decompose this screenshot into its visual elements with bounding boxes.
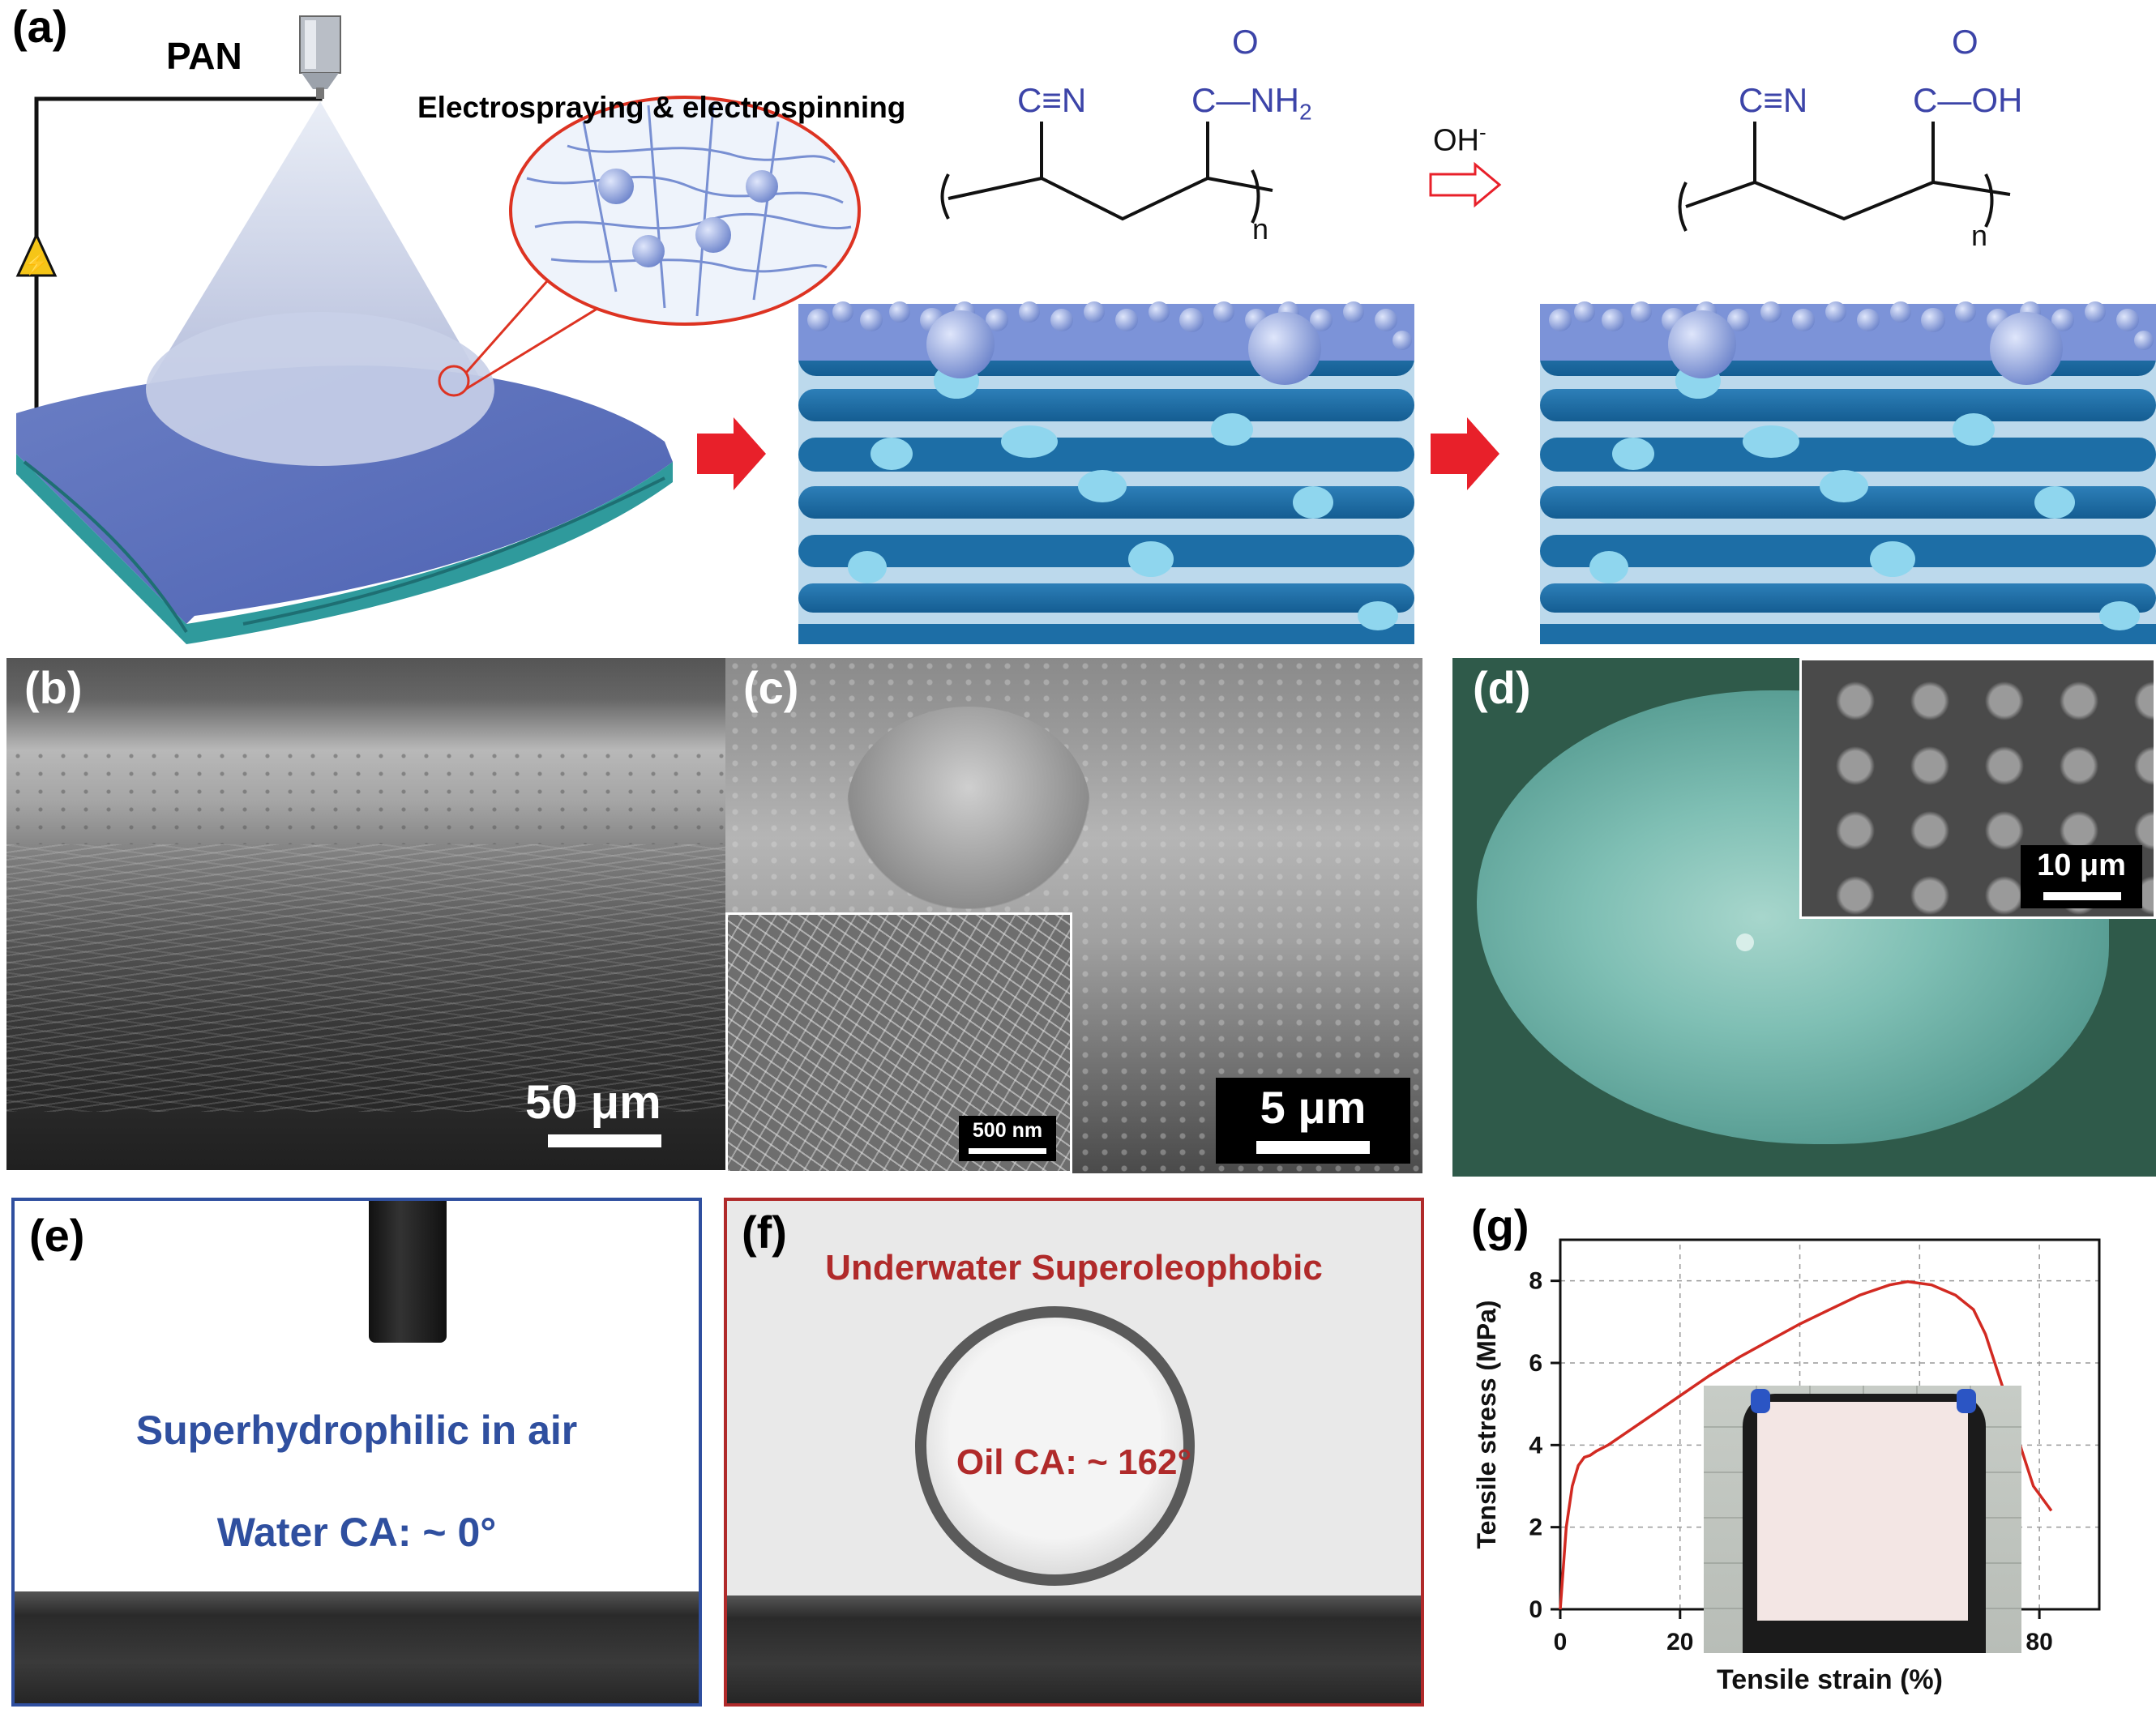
x-tick-label: 80: [2026, 1629, 2052, 1655]
inset-scale-label-c: 500 nm: [972, 1119, 1043, 1142]
membrane-photo-inset: [1704, 1386, 2021, 1653]
lotus-leaf-center: [1736, 933, 1754, 951]
inset-scale-bar-c: [969, 1148, 1046, 1154]
high-voltage-icon: [15, 232, 58, 277]
chem-left-amide-carbon: C: [1191, 81, 1217, 119]
panel-label-b: (b): [24, 662, 83, 713]
y-tick-label: 4: [1529, 1432, 1542, 1459]
chem-left-oxygen: O: [1232, 23, 1259, 61]
reagent-text: OH: [1433, 123, 1479, 158]
zoom-inset: [509, 96, 861, 326]
inset-d: 10 μm: [1799, 658, 2156, 919]
x-tick-label: 0: [1554, 1629, 1568, 1655]
inset-scale-box-c: 500 nm: [959, 1116, 1056, 1161]
sem-fiber-texture: [6, 844, 738, 1112]
chem-left-amide-sub: 2: [1299, 99, 1312, 125]
process-arrow-1: [697, 417, 766, 490]
scale-bar-b: [548, 1134, 661, 1147]
chem-left-repeat: n: [1252, 212, 1269, 246]
y-axis-label: Tensile stress (MPa): [1472, 1300, 1501, 1549]
inset-scale-bar-d: [2043, 892, 2121, 900]
photo-membrane-sheet: [1757, 1402, 1968, 1621]
svg-text:⚡: ⚡: [24, 251, 49, 276]
reagent-label: OH-: [1433, 120, 1487, 159]
deposition-zone: [146, 312, 494, 466]
reagent-sup: -: [1479, 120, 1487, 144]
panel-b-sem-image: (b) 50 μm: [6, 658, 738, 1170]
chem-right-acid: C—OH: [1913, 81, 2022, 120]
oh-reaction-arrow-icon: [1429, 161, 1502, 208]
sem-bead-texture: [6, 747, 738, 844]
process-label: Electrospraying & electrospinning: [417, 91, 906, 124]
panel-label-c: (c): [743, 662, 799, 713]
photo-glove-left: [1751, 1389, 1770, 1413]
panel-d-photo: (d) 10 μm: [1452, 658, 2156, 1177]
inset-scale-box-d: 10 μm: [2021, 845, 2142, 908]
dispensing-needle-icon: [369, 1201, 447, 1343]
chem-right-acid-tail: —OH: [1937, 81, 2023, 119]
y-tick-label: 2: [1529, 1514, 1542, 1541]
panel-label-g: (g): [1471, 1200, 1529, 1251]
chem-right-nitrile: C≡N: [1739, 81, 1808, 119]
x-tick-label: 20: [1666, 1629, 1693, 1655]
chem-left-amide: C—NH2: [1191, 81, 1312, 125]
scale-bar-c: [1256, 1141, 1370, 1154]
panel-a: ⚡: [0, 0, 2156, 648]
scale-label-b: 50 μm: [525, 1076, 661, 1129]
scale-box-c: 5 μm: [1216, 1078, 1410, 1164]
oil-droplet: [915, 1306, 1195, 1586]
process-arrow-2: [1431, 417, 1499, 490]
substrate-surface: [727, 1596, 1421, 1703]
contact-angle-e: Water CA: ~ 0°: [216, 1510, 497, 1555]
panel-label-e: (e): [29, 1210, 85, 1261]
panel-g: (g) 02040608002468Tensile strain (%)Tens…: [1451, 1191, 2156, 1713]
chem-right-repeat: n: [1971, 219, 1988, 252]
y-tick-label: 8: [1529, 1268, 1542, 1295]
membrane-section-right: [1540, 301, 2156, 644]
photo-glove-right: [1957, 1389, 1976, 1413]
panel-a-schematic: ⚡: [15, 15, 2156, 644]
inset-scale-label-d: 10 μm: [2037, 848, 2126, 882]
chem-left-amide-tail: —NH: [1216, 81, 1300, 119]
x-axis-label: Tensile strain (%): [1717, 1664, 1943, 1695]
chem-structure-right: [1678, 122, 2011, 232]
panel-label-f: (f): [742, 1207, 787, 1258]
panel-c-sem-image: (c) 500 nm 5 μm: [725, 658, 1422, 1173]
substrate-surface: [15, 1591, 699, 1703]
chem-right-oxygen: O: [1952, 23, 1978, 61]
chem-left-nitrile: C≡N: [1017, 81, 1087, 119]
syringe-needle-icon: [299, 15, 341, 99]
membrane-section-left: [798, 301, 1414, 644]
spray-cone: [146, 101, 486, 389]
wetting-title-f: Underwater Superoleophobic: [825, 1248, 1323, 1288]
pan-label: PAN: [166, 35, 242, 77]
panel-e: (e) Superhydrophilic in air Water CA: ~ …: [11, 1198, 702, 1707]
chem-right-acid-carbon: C: [1913, 81, 1938, 119]
y-tick-label: 6: [1529, 1350, 1542, 1377]
panel-f: (f) Underwater Superoleophobic Oil CA: ~…: [724, 1198, 1424, 1707]
chem-structure-left: [940, 122, 1273, 224]
panel-label-d: (d): [1473, 662, 1531, 713]
panel-label-a: (a): [12, 1, 68, 52]
stress-strain-line: [1559, 1279, 2053, 1610]
y-tick-label: 0: [1529, 1596, 1542, 1623]
wetting-title-e: Superhydrophilic in air: [135, 1408, 578, 1453]
scale-label-c: 5 μm: [1260, 1082, 1367, 1133]
contact-angle-f: Oil CA: ~ 162°: [956, 1442, 1192, 1482]
sem-mound: [847, 707, 1090, 909]
inset-c: 500 nm: [725, 912, 1072, 1173]
